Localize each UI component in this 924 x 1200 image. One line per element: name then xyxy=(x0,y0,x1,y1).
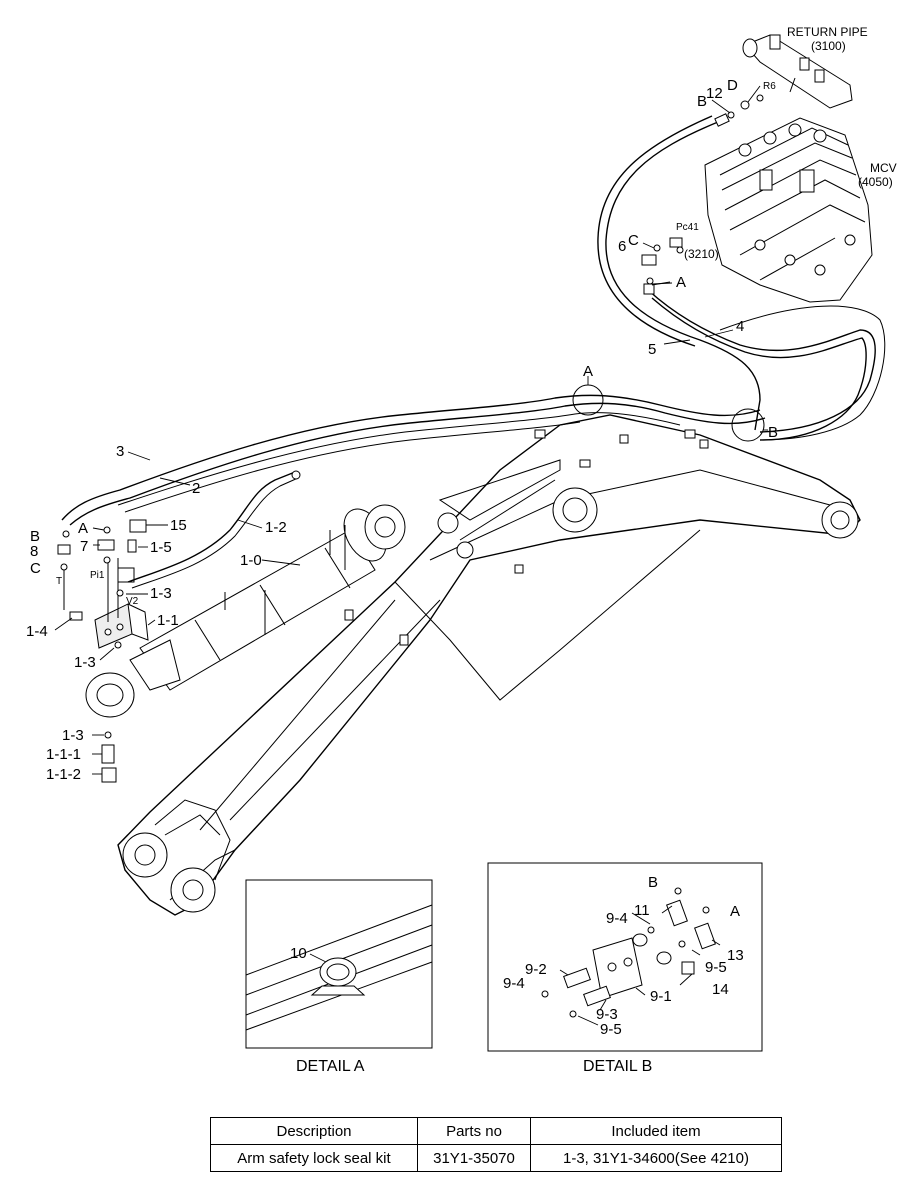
label-3: 3 xyxy=(116,443,124,460)
hose-1-2 xyxy=(127,471,296,583)
header-description: Description xyxy=(210,1117,418,1145)
label-14: 14 xyxy=(712,981,729,998)
detail-b-box xyxy=(487,862,763,1052)
cell-description: Arm safety lock seal kit xyxy=(210,1144,418,1172)
label-9-5a: 9-5 xyxy=(705,959,727,976)
detail-a-marker xyxy=(572,384,604,416)
label-d: D xyxy=(727,77,738,94)
label-a-detail: A xyxy=(730,903,740,920)
label-9-2: 9-2 xyxy=(525,961,547,978)
label-1-3b: 1-3 xyxy=(74,654,96,671)
label-1-1-2: 1-1-2 xyxy=(46,766,81,783)
label-b-top: B xyxy=(697,93,707,110)
label-a-top: A xyxy=(676,274,686,291)
label-b-detail: B xyxy=(648,874,658,891)
label-9-5b: 9-5 xyxy=(600,1021,622,1038)
label-a-circle: A xyxy=(583,363,593,380)
label-9-1: 9-1 xyxy=(650,988,672,1005)
label-1-5: 1-5 xyxy=(150,539,172,556)
label-b-left: B xyxy=(30,528,40,545)
header-included-item: Included item xyxy=(530,1117,782,1145)
label-c-top: C xyxy=(628,232,639,249)
label-5: 5 xyxy=(648,341,656,358)
label-4: 4 xyxy=(736,318,744,335)
label-9-4b: 9-4 xyxy=(503,975,525,992)
label-c-left: C xyxy=(30,560,41,577)
label-15: 15 xyxy=(170,517,187,534)
detail-a-caption: DETAIL A xyxy=(296,1058,365,1075)
label-t: T xyxy=(56,576,62,587)
seal-kit-table: Description Parts no Included item Arm s… xyxy=(210,1117,782,1172)
label-1-1-1: 1-1-1 xyxy=(46,746,81,763)
label-1-0: 1-0 xyxy=(240,552,262,569)
label-r6: R6 xyxy=(763,81,776,92)
mcv-main-control-valve xyxy=(704,117,873,303)
label-mcv-no: (4050) xyxy=(858,175,893,189)
label-6: 6 xyxy=(618,238,626,255)
label-return-pipe: RETURN PIPE xyxy=(787,25,868,39)
label-9-4a: 9-4 xyxy=(606,910,628,927)
label-1-1: 1-1 xyxy=(157,612,179,629)
label-13: 13 xyxy=(727,947,744,964)
label-10: 10 xyxy=(290,945,307,962)
table-header-row: Description Parts no Included item xyxy=(210,1117,782,1145)
return-pipe xyxy=(742,34,853,109)
table-row: Arm safety lock seal kit 31Y1-35070 1-3,… xyxy=(210,1144,782,1172)
cell-parts-no: 31Y1-35070 xyxy=(417,1144,531,1172)
label-1-3a: 1-3 xyxy=(150,585,172,602)
label-1-4: 1-4 xyxy=(26,623,48,640)
label-a-left: A xyxy=(78,520,88,537)
detail-b-caption: DETAIL B xyxy=(583,1058,652,1075)
label-v2: V2 xyxy=(126,596,139,607)
label-1-2: 1-2 xyxy=(265,519,287,536)
label-1-3c: 1-3 xyxy=(62,727,84,744)
label-9-3: 9-3 xyxy=(596,1006,618,1023)
label-b-circle: B xyxy=(768,424,778,441)
hoses-2-3 xyxy=(61,394,766,526)
label-8: 8 xyxy=(30,543,38,560)
detail-a-box xyxy=(245,879,433,1049)
safety-valve-block xyxy=(94,558,149,649)
left-fittings xyxy=(57,519,147,783)
cell-included-item: 1-3, 31Y1-34600(See 4210) xyxy=(530,1144,782,1172)
label-pi1: Pi1 xyxy=(90,570,105,581)
detail-b-marker xyxy=(731,408,765,442)
label-pc41-no: (3210) xyxy=(684,247,719,261)
label-12: 12 xyxy=(706,85,723,102)
label-7: 7 xyxy=(80,538,88,555)
label-mcv: MCV xyxy=(870,161,897,175)
label-11: 11 xyxy=(634,902,650,919)
boom-outline xyxy=(117,414,861,916)
header-parts-no: Parts no xyxy=(417,1117,531,1145)
mcv-fittings xyxy=(641,94,764,285)
leader-lines xyxy=(54,85,768,775)
label-return-pipe-no: (3100) xyxy=(811,39,846,53)
label-2: 2 xyxy=(192,480,200,497)
arm-cylinder xyxy=(85,504,406,718)
label-pc41: Pc41 xyxy=(676,222,699,233)
